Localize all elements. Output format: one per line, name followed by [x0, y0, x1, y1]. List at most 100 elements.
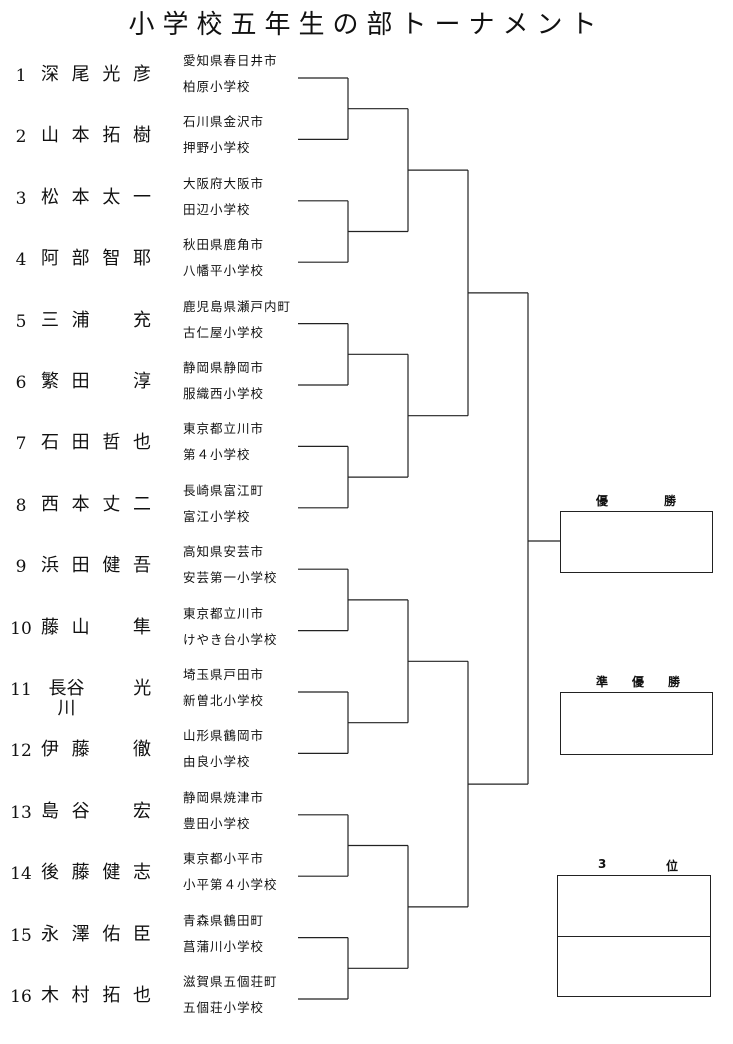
- player-name-char: 拓: [102, 985, 121, 1006]
- player-name: 阿部智耶: [40, 249, 152, 269]
- player-prefecture-city: 長崎県富江町: [183, 482, 265, 498]
- runner-up-box: [560, 692, 713, 755]
- player-name: 永澤佑臣: [40, 923, 152, 945]
- player-name-char: 也: [132, 432, 151, 454]
- player-prefecture-city: 鹿児島県瀬戸内町: [183, 298, 292, 314]
- player-name-char: 本: [71, 493, 90, 515]
- player-school: 新曽北小学校: [183, 693, 265, 708]
- player-name-char: 耶: [132, 248, 151, 270]
- player-name: 島谷 宏: [40, 800, 152, 822]
- page-title: 小学校五年生の部トーナメント: [128, 10, 605, 40]
- player-name-char: 哲: [102, 432, 121, 454]
- player-name-char: 充: [132, 309, 151, 331]
- player-name-char: 徹: [132, 739, 151, 761]
- player-name-char: 拓: [102, 125, 121, 147]
- player-name-char: 後: [41, 862, 59, 884]
- player-name-char: 松: [41, 186, 59, 208]
- seed-number: 15: [10, 925, 32, 946]
- player-name: 石田哲也: [40, 433, 152, 453]
- player-name-char: 光: [133, 678, 152, 699]
- player-prefecture-city: 滋賀県五個荘町: [183, 974, 278, 989]
- player-name-char: 彦: [132, 64, 151, 85]
- seed-number: 12: [10, 741, 32, 762]
- player-school: 由良小学校: [183, 754, 251, 770]
- player-prefecture-city: 青森県鶴田町: [183, 912, 265, 928]
- player-school: 古仁屋小学校: [183, 324, 265, 340]
- seed-number: 9: [15, 557, 27, 578]
- player-prefecture-city: 石川県金沢市: [183, 114, 265, 130]
- seed-number: 6: [15, 373, 27, 393]
- player-school: 富江小学校: [183, 508, 251, 524]
- result-label-char: 優: [631, 675, 644, 689]
- player-prefecture-city: 高知県安芸市: [183, 544, 265, 560]
- player-name-char: 宏: [132, 800, 151, 822]
- player-name-char: 島: [41, 800, 59, 822]
- player-name-char: 田: [71, 432, 90, 454]
- result-label-char: 勝: [663, 494, 676, 508]
- player-name-char: 伊: [41, 739, 59, 761]
- seed-number: 3: [15, 188, 27, 209]
- player-name-char: 二: [132, 493, 151, 515]
- player-prefecture-city: 東京都立川市: [183, 421, 265, 437]
- player-school: 八幡平小学校: [183, 263, 265, 279]
- player-name-char: 山: [41, 125, 59, 147]
- seed-number: 4: [15, 250, 27, 271]
- player-school: 柏原小学校: [183, 79, 251, 94]
- player-name: 三浦 充: [40, 309, 152, 331]
- player-name: 繁田淳: [40, 372, 152, 392]
- seed-number: 16: [10, 987, 32, 1007]
- seed-number: 14: [10, 864, 32, 885]
- player-prefecture-city: 東京都小平市: [183, 851, 265, 867]
- player-school: 豊田小学校: [183, 815, 251, 831]
- player-school: 第４小学校: [183, 447, 251, 463]
- player-name-char: 長谷川: [48, 678, 85, 719]
- player-name: 長谷川 光: [40, 679, 152, 719]
- seed-number: 7: [15, 434, 27, 455]
- seed-number: 11: [10, 680, 32, 700]
- player-name-char: 健: [102, 555, 121, 577]
- player-name: 西本丈二: [40, 493, 152, 515]
- player-school: 服織西小学校: [183, 386, 265, 401]
- seed-number: 1: [15, 66, 27, 86]
- player-name-char: 三: [41, 309, 59, 331]
- player-name-char: 本: [71, 186, 90, 208]
- result-label-char: 優: [596, 494, 609, 508]
- result-label-char: 勝: [667, 675, 680, 689]
- player-name: 伊藤 徹: [40, 740, 152, 760]
- player-name-char: 浜: [41, 555, 59, 577]
- player-name-char: 臣: [132, 923, 151, 945]
- seed-number: 2: [15, 127, 27, 148]
- player-name-char: 石: [41, 432, 59, 454]
- player-school: 安芸第一小学校: [183, 570, 278, 586]
- player-name-char: 田: [71, 371, 90, 392]
- player-prefecture-city: 愛知県春日井市: [183, 53, 278, 68]
- player-prefecture-city: 東京都立川市: [183, 605, 265, 621]
- player-name-char: 浦: [71, 309, 90, 331]
- player-name-char: 阿: [41, 248, 59, 270]
- player-name-char: 藤: [71, 739, 90, 761]
- player-name-char: 本: [71, 125, 90, 147]
- player-prefecture-city: 大阪府大阪市: [183, 175, 265, 191]
- player-name-char: 一: [132, 186, 151, 208]
- champion-label: 優勝: [596, 492, 676, 509]
- player-name-char: 太: [102, 186, 121, 208]
- player-name-char: 藤: [41, 616, 59, 638]
- player-name-char: 健: [102, 862, 121, 884]
- player-name: 浜田健吾: [40, 556, 152, 576]
- runner-up-label: 準優勝: [596, 673, 680, 690]
- player-name-char: 田: [71, 555, 90, 577]
- player-prefecture-city: 静岡県静岡市: [183, 360, 265, 375]
- champion-box: [560, 511, 713, 573]
- player-prefecture-city: 埼玉県戸田市: [183, 667, 265, 682]
- player-school: けやき台小学校: [183, 631, 278, 647]
- player-name-char: 藤: [71, 862, 90, 884]
- third-place-divider: [558, 936, 710, 937]
- player-name-char: 西: [41, 493, 59, 515]
- player-prefecture-city: 静岡県焼津市: [183, 789, 265, 805]
- player-name-char: 木: [41, 985, 59, 1006]
- player-name-char: 樹: [132, 125, 151, 147]
- player-name-char: 智: [102, 248, 121, 270]
- player-name-char: 谷: [71, 800, 90, 822]
- seed-number: 8: [15, 495, 27, 516]
- result-label-char: 準: [596, 675, 609, 689]
